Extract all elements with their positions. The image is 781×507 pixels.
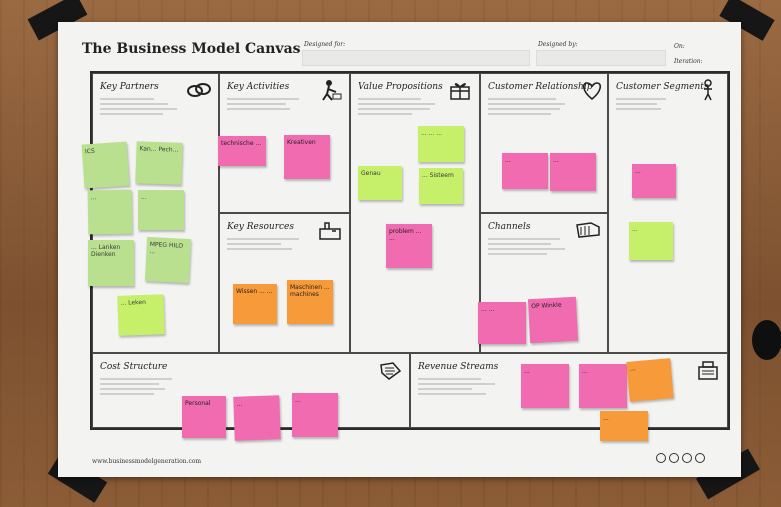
sticky-note-key-partner[interactable]: ... [87,189,133,235]
channels-hint [488,238,578,258]
key-resources-title: Key Resources [227,222,294,232]
value-propositions-title: Value Propositions [358,82,443,92]
sticky-note-key-resource[interactable]: Maschinen ... machines [287,280,333,324]
channels-block: Channels [480,213,608,353]
heart-icon [582,82,602,101]
cost-structure-title: Cost Structure [100,362,168,372]
person-icon [704,79,712,101]
designed-for-field [302,50,530,66]
customer-segments-block: Customer Segments [608,73,728,353]
chain-link-icon [187,83,211,97]
sticky-note-value-proposition[interactable]: ... Sisteem [419,168,463,204]
tape-right-mid [752,320,781,360]
sticky-note-value-proposition[interactable]: ... ... ... [418,126,464,162]
designed-for-label: Designed for: [304,41,346,48]
sticky-note-revenue[interactable]: ... [521,364,569,408]
sticky-note-revenue[interactable]: ... [579,364,627,408]
designed-by-label: Designed by: [538,41,578,48]
key-activities-hint [227,98,317,113]
gift-icon [450,83,470,100]
designed-by-field [536,50,666,66]
sticky-note-channel[interactable]: OP Winkle [527,296,579,344]
key-resources-hint [227,238,317,253]
business-model-canvas-poster: The Business Model Canvas Designed for: … [58,22,741,477]
value-propositions-hint [358,98,448,118]
sticky-note-revenue[interactable]: ... [600,411,648,441]
revenue-streams-hint [418,378,508,398]
share-alike-icon [682,453,692,463]
customer-relationship-hint [488,98,578,118]
info-icon [695,453,705,463]
key-activities-title: Key Activities [227,82,290,92]
value-propositions-block: Value Propositions [350,73,480,353]
key-partners-hint [100,98,190,118]
sticky-note-cost[interactable]: ... [233,395,281,441]
sticky-note-value-proposition[interactable]: Genau [358,166,402,200]
factory-icon [319,222,341,240]
channels-title: Channels [488,222,531,232]
cost-structure-hint [100,378,190,398]
attribution-icon [669,453,679,463]
sticky-note-value-proposition[interactable]: problem ... ... [386,224,432,268]
price-tag-icon [380,362,402,380]
customer-segments-title: Customer Segments [616,82,709,92]
on-label: On: [674,43,685,50]
sticky-note-key-activity[interactable]: Kreativen [284,135,330,179]
sticky-note-key-partner[interactable]: ICS [81,141,130,189]
sticky-note-key-partner[interactable]: ... [138,190,184,230]
key-resources-block: Key Resources [219,213,350,353]
canvas-title: The Business Model Canvas [82,41,301,57]
footer-url: www.businessmodelgeneration.com [92,458,202,465]
sticky-note-cost[interactable]: ... [292,393,338,437]
key-partners-title: Key Partners [100,82,159,92]
sticky-note-revenue[interactable]: ... [626,358,674,402]
sticky-note-channel[interactable]: ... ... [478,302,526,344]
sticky-note-key-partner[interactable]: MPEG HILO ... [144,236,192,284]
sticky-note-cost[interactable]: Personal [182,396,226,438]
truck-icon [576,222,600,238]
license-icons [656,453,705,463]
sticky-note-key-activity[interactable]: technische ... [218,136,266,166]
sticky-note-key-partner[interactable]: ... Leken [117,294,165,336]
revenue-streams-block: Revenue Streams [410,353,728,428]
sticky-note-customer-relationship[interactable]: ... [502,153,548,189]
customer-segments-hint [616,98,706,113]
sticky-note-key-resource[interactable]: Wissen ... ... [233,284,277,324]
revenue-streams-title: Revenue Streams [418,362,499,372]
creative-commons-icon [656,453,666,463]
sticky-note-key-partner[interactable]: ... Lanken Dienken [88,240,134,286]
sticky-note-customer-segment[interactable]: ... [632,164,676,198]
iteration-label: Iteration: [674,58,703,65]
customer-relationship-title: Customer Relationship [488,82,593,92]
customer-relationship-block: Customer Relationship [480,73,608,213]
sticky-note-customer-relationship[interactable]: ... [550,153,596,191]
sticky-note-key-partner[interactable]: Kan... Pech... [135,141,183,185]
worker-icon [322,80,342,101]
sticky-note-customer-segment[interactable]: ... [629,222,673,260]
cash-register-icon [698,361,718,380]
